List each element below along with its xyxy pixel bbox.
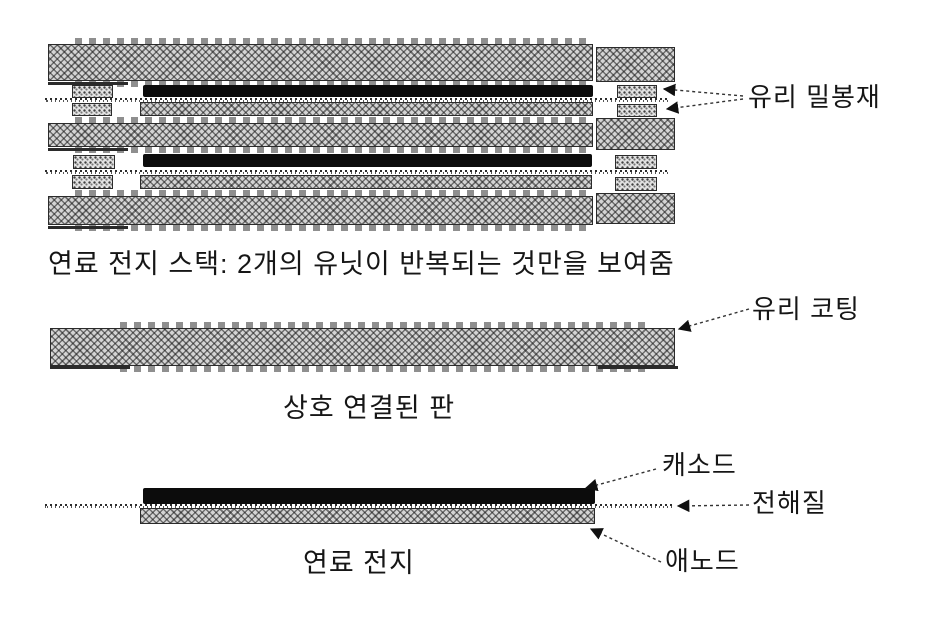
interconnect-plate-teeth	[75, 38, 593, 45]
glass-seal-block	[73, 155, 115, 169]
plate-left-lip	[50, 366, 130, 369]
interconnect-plate	[48, 196, 593, 225]
interconnect-plate-diagram	[45, 322, 678, 374]
interconnect-caption: 상호 연결된 판	[283, 393, 456, 423]
electrolyte-layer	[45, 504, 675, 508]
glass-seal-block	[72, 85, 113, 98]
interconnect-plate-teeth	[75, 117, 593, 123]
interconnect-plate-teeth	[75, 81, 593, 87]
interconnect-plate	[48, 44, 593, 81]
interconnect-plate	[48, 123, 593, 147]
plate-left-lip	[48, 148, 128, 151]
fuel-cell-stack-diagram	[45, 38, 677, 234]
electrolyte-label: 전해질	[752, 488, 827, 518]
cathode-bar	[143, 488, 595, 504]
interconnect-plate-end-tab	[596, 193, 675, 224]
glass-seal-block	[72, 175, 113, 189]
anode-label: 애노드	[665, 546, 740, 576]
electrolyte-arrow	[676, 499, 750, 513]
glass-coating-arrow	[677, 308, 750, 332]
plate-right-lip	[598, 366, 678, 369]
interconnect-plate-teeth	[75, 190, 593, 196]
cathode-bar	[143, 154, 592, 167]
stack-caption: 연료 전지 스택: 2개의 유닛이 반복되는 것만을 보여줌	[48, 249, 675, 279]
interconnect-plate-teeth	[75, 147, 593, 153]
interconnect-plate-teeth	[75, 225, 593, 231]
cathode-bar	[143, 85, 593, 97]
interconnect-plate-teeth	[120, 366, 650, 372]
interconnect-plate-teeth	[120, 322, 650, 328]
interconnect-plate-end-tab	[596, 118, 675, 150]
glass-seal-arrow-lower	[665, 98, 744, 114]
glass-seal-block	[615, 177, 657, 191]
glass-seal-block	[615, 155, 657, 169]
glass-seal-label: 유리 밀봉재	[748, 82, 881, 112]
anode-bar	[140, 102, 593, 116]
plate-left-lip	[48, 226, 128, 229]
fuel-cell-caption: 연료 전지	[303, 548, 415, 578]
interconnect-plate-end-tab	[596, 47, 675, 82]
fuel-cell-diagram	[45, 486, 677, 528]
anode-bar	[140, 508, 595, 524]
interconnect-plate	[50, 328, 675, 366]
anode-bar	[140, 175, 592, 189]
electrolyte-layer	[45, 170, 670, 174]
glass-seal-block	[617, 104, 657, 117]
cathode-label: 캐소드	[662, 450, 737, 480]
glass-coating-label: 유리 코팅	[752, 294, 860, 324]
glass-seal-block	[72, 103, 112, 116]
anode-arrow	[589, 528, 662, 563]
electrolyte-layer	[45, 98, 670, 102]
glass-seal-block	[617, 85, 657, 98]
plate-left-lip	[48, 82, 128, 85]
